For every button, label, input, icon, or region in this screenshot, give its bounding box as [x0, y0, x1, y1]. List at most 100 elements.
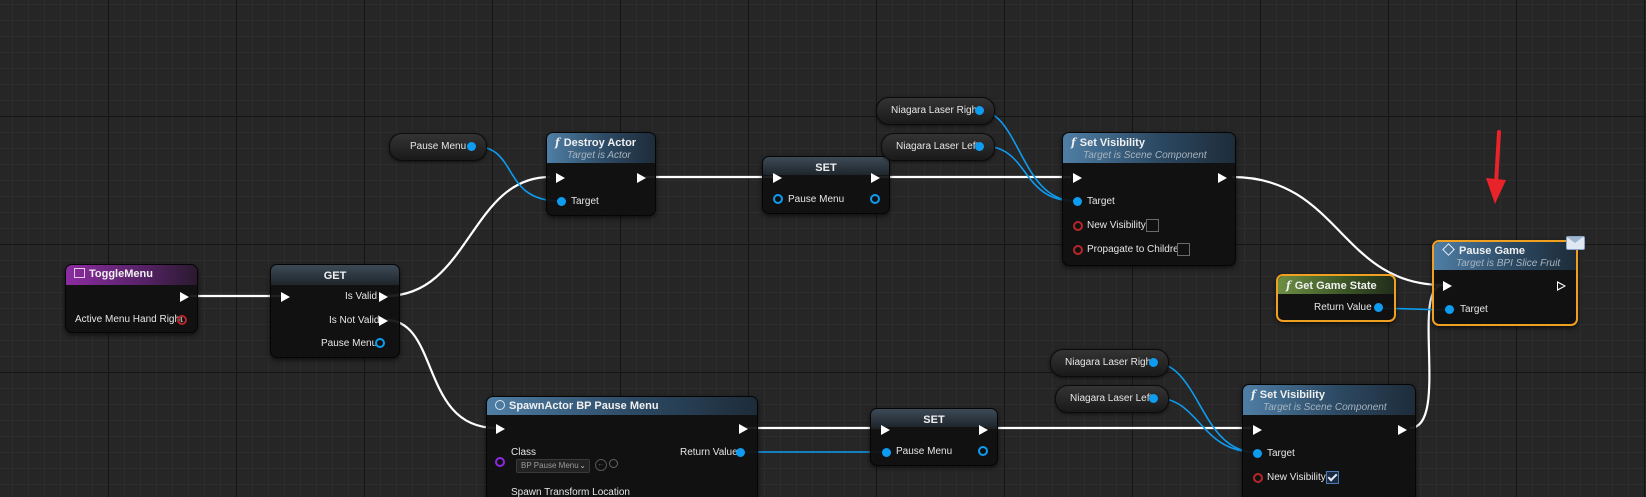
pause-game-title: Pause Game: [1459, 245, 1526, 257]
set-visibility-subtitle: Target is Scene Component: [1263, 402, 1387, 413]
spawn-icon: [495, 400, 505, 410]
function-icon: f: [1071, 136, 1076, 149]
obj-wire-laser-right-bottom: [1151, 361, 1256, 453]
exec-in-pin[interactable]: [496, 424, 505, 434]
get-header: GET: [271, 265, 399, 285]
set-pause-menu-label: Pause Menu: [788, 194, 845, 205]
niagara-laser-left-variable-top[interactable]: Niagara Laser Left: [881, 133, 995, 161]
is-not-valid-exec-pin[interactable]: [379, 316, 388, 326]
propagate-to-children-checkbox[interactable]: [1177, 243, 1190, 256]
set-pause-menu-out-pin[interactable]: [978, 446, 988, 456]
class-pin[interactable]: [495, 457, 505, 467]
niagara-laser-left-label: Niagara Laser Left: [1070, 393, 1153, 404]
active-menu-hand-right-label: Active Menu Hand Right: [75, 314, 183, 325]
set-visibility-target-label: Target: [1087, 196, 1115, 207]
niagara-laser-right-pin[interactable]: [1149, 358, 1158, 367]
exec-out-pin[interactable]: [979, 425, 988, 435]
function-icon: f: [1251, 388, 1256, 401]
exec-out-pin[interactable]: [739, 424, 748, 434]
set-pause-menu-node-bottom[interactable]: SET Pause Menu: [870, 408, 998, 466]
exec-in-pin[interactable]: [1073, 173, 1082, 183]
class-dropdown[interactable]: BP Pause Menu ⌄: [516, 459, 590, 473]
niagara-laser-left-label: Niagara Laser Left: [896, 141, 979, 152]
set-pause-menu-out-pin[interactable]: [870, 194, 880, 204]
annotation-arrow-icon: [1486, 130, 1506, 204]
pause-game-node[interactable]: Pause Game Target is BPI Slice Fruit Tar…: [1432, 236, 1585, 326]
search-icon[interactable]: [609, 459, 618, 468]
exec-in-pin[interactable]: [556, 173, 565, 183]
exec-in-pin[interactable]: [881, 425, 890, 435]
toggle-menu-event-node[interactable]: ToggleMenu Active Menu Hand Right: [65, 264, 198, 333]
propagate-to-children-pin[interactable]: [1073, 245, 1083, 255]
return-value-pin[interactable]: [1374, 303, 1383, 312]
set-pause-menu-node-top[interactable]: SET Pause Menu: [762, 156, 890, 214]
return-value-label: Return Value: [1314, 302, 1372, 313]
niagara-laser-right-variable-bottom[interactable]: Niagara Laser Right: [1050, 349, 1169, 377]
exec-wire-isvalid-to-destroy: [385, 175, 551, 298]
active-menu-hand-right-pin[interactable]: [177, 315, 187, 325]
spawn-actor-header: SpawnActor BP Pause Menu: [487, 397, 757, 415]
exec-wire-isnotvalid-to-spawn: [385, 318, 497, 430]
is-valid-exec-pin[interactable]: [379, 292, 388, 302]
exec-in-pin[interactable]: [281, 292, 290, 302]
get-pause-menu-label: Pause Menu: [321, 338, 378, 349]
set-visibility-target-pin[interactable]: [1073, 197, 1082, 206]
set-pause-menu-label: Pause Menu: [896, 446, 953, 457]
new-visibility-checkbox[interactable]: [1326, 471, 1339, 484]
pause-menu-variable-node[interactable]: Pause Menu: [389, 133, 487, 161]
destroy-actor-target-pin[interactable]: [557, 197, 566, 206]
toggle-menu-title: ToggleMenu: [89, 268, 153, 280]
class-label: Class: [511, 447, 537, 458]
exec-in-pin[interactable]: [1253, 425, 1262, 435]
niagara-laser-right-label: Niagara Laser Right: [891, 105, 980, 116]
spawn-transform-location-label: Spawn Transform Location: [511, 487, 630, 497]
set-visibility-target-label: Target: [1267, 448, 1295, 459]
niagara-laser-left-variable-bottom[interactable]: Niagara Laser Left: [1055, 385, 1169, 413]
exec-out-pin[interactable]: [1557, 281, 1566, 291]
get-pause-menu-pin[interactable]: [375, 338, 385, 348]
new-visibility-pin[interactable]: [1073, 221, 1083, 231]
niagara-laser-right-pin[interactable]: [975, 106, 984, 115]
exec-out-pin[interactable]: [871, 173, 880, 183]
set-title: SET: [923, 414, 945, 426]
niagara-laser-right-variable-top[interactable]: Niagara Laser Right: [876, 97, 995, 125]
set-pause-menu-in-pin[interactable]: [773, 194, 783, 204]
new-visibility-label: New Visibility: [1267, 472, 1326, 483]
exec-out-pin[interactable]: [180, 292, 189, 302]
spawn-actor-node[interactable]: SpawnActor BP Pause Menu Class BP Pause …: [486, 396, 758, 497]
function-icon: f: [1286, 279, 1291, 292]
exec-in-pin[interactable]: [1443, 281, 1452, 291]
exec-wire-setvis-to-pausegame: [1231, 175, 1444, 287]
new-visibility-pin[interactable]: [1253, 473, 1263, 483]
niagara-laser-left-pin[interactable]: [975, 142, 984, 151]
niagara-laser-left-pin[interactable]: [1149, 394, 1158, 403]
set-visibility-target-pin[interactable]: [1253, 449, 1262, 458]
set-pause-menu-in-pin[interactable]: [882, 448, 891, 457]
pause-game-subtitle: Target is BPI Slice Fruit: [1456, 258, 1561, 269]
exec-out-pin[interactable]: [1398, 425, 1407, 435]
exec-out-pin[interactable]: [1218, 173, 1227, 183]
spawn-actor-title: SpawnActor BP Pause Menu: [509, 400, 659, 412]
is-not-valid-label: Is Not Valid: [329, 315, 380, 326]
pause-game-target-pin[interactable]: [1445, 305, 1454, 314]
set-header: SET: [871, 409, 997, 427]
new-visibility-checkbox[interactable]: [1146, 219, 1159, 232]
propagate-to-children-label: Propagate to Children: [1087, 244, 1185, 255]
exec-in-pin[interactable]: [773, 173, 782, 183]
destroy-actor-target-label: Target: [571, 196, 599, 207]
exec-out-pin[interactable]: [637, 173, 646, 183]
get-node[interactable]: GET Is Valid Is Not Valid Pause Menu: [270, 264, 400, 358]
set-visibility-title: Set Visibility: [1259, 389, 1325, 401]
new-visibility-label: New Visibility: [1087, 220, 1146, 231]
arrow-left-icon[interactable]: ←: [595, 459, 607, 471]
pause-menu-variable-pin[interactable]: [467, 142, 476, 151]
spawn-return-value-pin[interactable]: [736, 448, 745, 457]
